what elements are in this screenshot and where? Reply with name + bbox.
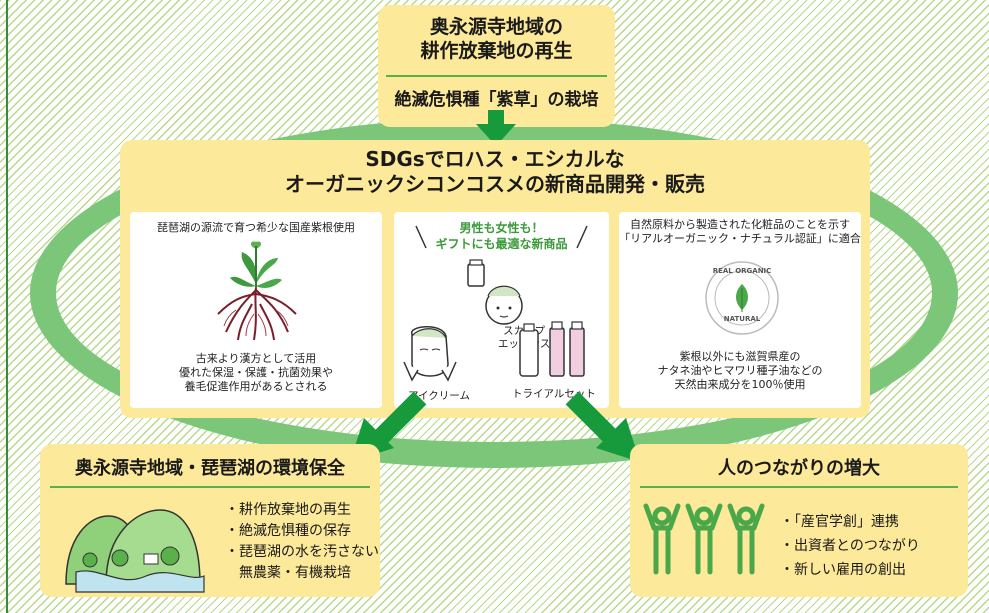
left-body-line: 優れた保湿・保護・抗菌効果や [179,366,333,379]
left-panel-body: 古来より漢方として活用 優れた保湿・保護・抗菌効果や 養毛促進作用があるとされる [130,352,382,394]
panel-shikon-root: 琵琶湖の源流で育つ希少な国産紫根使用 [130,212,382,408]
right-header-line: 自然原料から製造された化粧品のことを示す [630,218,850,231]
top-divider [386,75,607,77]
environment-title: 奥永源寺地域・琵琶湖の環境保全 [75,458,345,479]
right-body-line: 紫根以外にも滋賀県産の [679,350,801,363]
connection-title: 人のつながりの増大 [718,458,880,479]
top-title: 奥永源寺地域の 耕作放棄地の再生 [378,15,615,63]
environment-list-item: ・絶滅危惧種の保存 [225,523,351,539]
badge-bottom-text: NATURAL [723,315,761,323]
label-trial-set: トライアルセット [512,388,596,400]
right-panel-body: 紫根以外にも滋賀県産の ナタネ油やヒマワリ種子油などの 天然由来成分を100％使… [619,350,861,392]
environment-list-item: ・琵琶湖の水を汚さない [225,544,379,560]
label-eye-cream: アイクリーム [408,390,470,402]
connection-divider [640,486,958,488]
center-panel-header: 男性も女性も！ ギフトにも最適な新商品 [394,220,609,252]
mountain-lake-icon [65,509,205,593]
top-box: 奥永源寺地域の 耕作放棄地の再生 絶滅危惧種「紫草」の栽培 [378,5,615,127]
environment-list-item: ・耕作放棄地の再生 [225,502,351,518]
shikon-plant-icon [217,241,297,341]
right-panel-header: 自然原料から製造された化粧品のことを示す 「リアルオーガニック・ナチュラル認証」… [619,218,861,246]
center-header-line: 男性も女性も！ [459,221,544,235]
left-panel-header: 琵琶湖の源流で育つ希少な国産紫根使用 [157,221,355,234]
organic-certification-badge-icon [705,261,779,335]
middle-title-line1: SDGsでロハス・エシカルな [365,147,625,171]
middle-title: SDGsでロハス・エシカルな オーガニックシコンコスメの新商品開発・販売 [120,147,870,197]
human-connection-box: 人のつながりの増大 ・「産官学創」連携 ・出資者とのつながり ・新しい雇用の創出 [630,444,968,597]
environment-conservation-box: 奥永源寺地域・琵琶湖の環境保全 ・耕作放棄地の再生 ・絶滅危惧種の保存 ・琵琶湖… [40,444,380,597]
center-header-line: ギフトにも最適な新商品 [435,237,568,251]
middle-title-line2: オーガニックシコンコスメの新商品開発・販売 [285,172,705,196]
slash-decoration-icon [415,225,588,249]
right-body-line: 天然由来成分を100％使用 [674,378,806,391]
left-border-line [6,0,8,613]
connection-list-item: ・「産官学創」連携 [780,514,899,530]
environment-list-item: 無農薬・有機栽培 [225,565,351,581]
right-body-line: ナタネ油やヒマワリ種子油などの [657,364,823,377]
people-cheering-icon [643,503,765,575]
top-subtitle: 絶滅危惧種「紫草」の栽培 [394,90,599,110]
left-body-line: 古来より漢方として活用 [195,352,317,365]
connection-list-item: ・出資者とのつながり [780,538,920,554]
badge-top-text: REAL ORGANIC [712,267,772,275]
environment-list: ・耕作放棄地の再生 ・絶滅危惧種の保存 ・琵琶湖の水を汚さない 無農薬・有機栽培 [225,500,379,584]
environment-divider [50,486,370,488]
top-title-line2: 耕作放棄地の再生 [420,40,573,62]
panel-new-products: 男性も女性も！ ギフトにも最適な新商品 スカルプ エッセンス [394,212,609,408]
right-header-line: 「リアルオーガニック・ナチュラル認証」に適合 [619,232,861,245]
panel-organic-certification: 自然原料から製造された化粧品のことを示す 「リアルオーガニック・ナチュラル認証」… [619,212,861,408]
connection-list-item: ・新しい雇用の創出 [780,562,906,578]
middle-box: SDGsでロハス・エシカルな オーガニックシコンコスメの新商品開発・販売 琵琶湖… [120,140,870,418]
connection-list: ・「産官学創」連携 ・出資者とのつながり ・新しい雇用の創出 [780,510,920,582]
top-title-line1: 奥永源寺地域の [429,16,563,38]
trial-set-bottles-icon [519,321,585,377]
eye-cream-user-icon [403,326,457,382]
scalp-user-face-icon [467,259,523,325]
left-body-line: 養毛促進作用があるとされる [184,380,328,393]
